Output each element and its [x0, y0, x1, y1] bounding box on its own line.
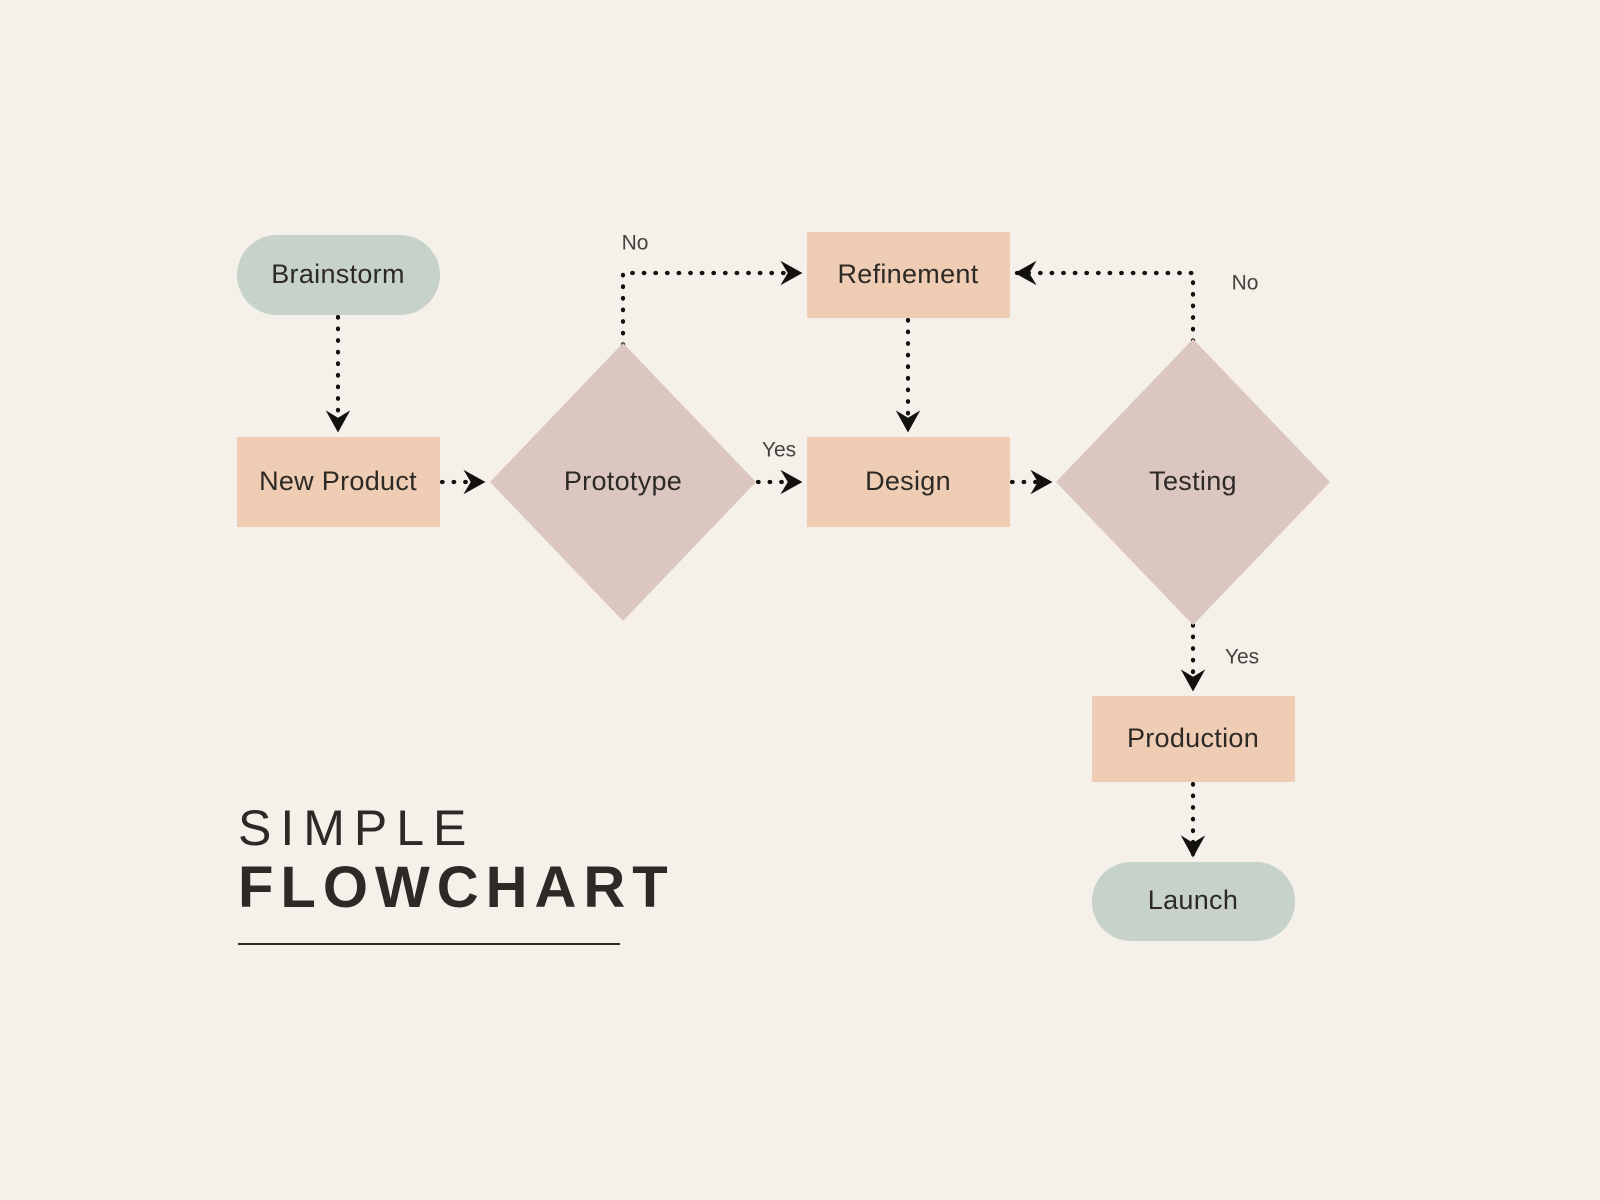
- title-block: SIMPLE FLOWCHART: [238, 800, 858, 945]
- node-refinement[interactable]: Refinement: [807, 232, 1010, 318]
- new-product-shape: [237, 437, 440, 527]
- node-design[interactable]: Design: [807, 437, 1010, 527]
- edge-label-no-prototype: No: [622, 232, 649, 255]
- edge-testing-to-refinement: [1014, 260, 1196, 344]
- node-brainstorm[interactable]: Brainstorm: [237, 235, 440, 315]
- refinement-shape: [807, 232, 1010, 318]
- node-new-product[interactable]: New Product: [237, 437, 440, 527]
- title-line-flowchart: FLOWCHART: [238, 855, 675, 920]
- launch-shape: [1092, 862, 1295, 941]
- edge-label-no-testing: No: [1232, 272, 1259, 295]
- edge-labels: No Yes No Yes: [622, 232, 1260, 669]
- design-label: Design: [865, 466, 951, 496]
- node-production[interactable]: Production: [1092, 696, 1295, 782]
- brainstorm-shape: [237, 235, 440, 315]
- brainstorm-label: Brainstorm: [271, 259, 405, 289]
- connectors: [325, 260, 1206, 858]
- node-launch[interactable]: Launch: [1092, 862, 1295, 941]
- title-underline: [238, 942, 620, 945]
- refinement-label: Refinement: [837, 259, 978, 289]
- edge-prototype-to-refinement: [620, 260, 803, 348]
- title-line-simple: SIMPLE: [238, 800, 476, 856]
- testing-shape: [1056, 339, 1330, 625]
- node-prototype[interactable]: Prototype: [490, 343, 756, 621]
- prototype-shape: [490, 343, 756, 621]
- edge-label-yes-prototype: Yes: [762, 439, 796, 462]
- new-product-label: New Product: [259, 466, 417, 496]
- production-shape: [1092, 696, 1295, 782]
- design-shape: [807, 437, 1010, 527]
- production-label: Production: [1127, 723, 1259, 753]
- node-testing[interactable]: Testing: [1056, 339, 1330, 625]
- edge-label-yes-testing: Yes: [1225, 646, 1259, 669]
- testing-label: Testing: [1149, 466, 1237, 496]
- prototype-label: Prototype: [564, 466, 682, 496]
- launch-label: Launch: [1148, 885, 1238, 915]
